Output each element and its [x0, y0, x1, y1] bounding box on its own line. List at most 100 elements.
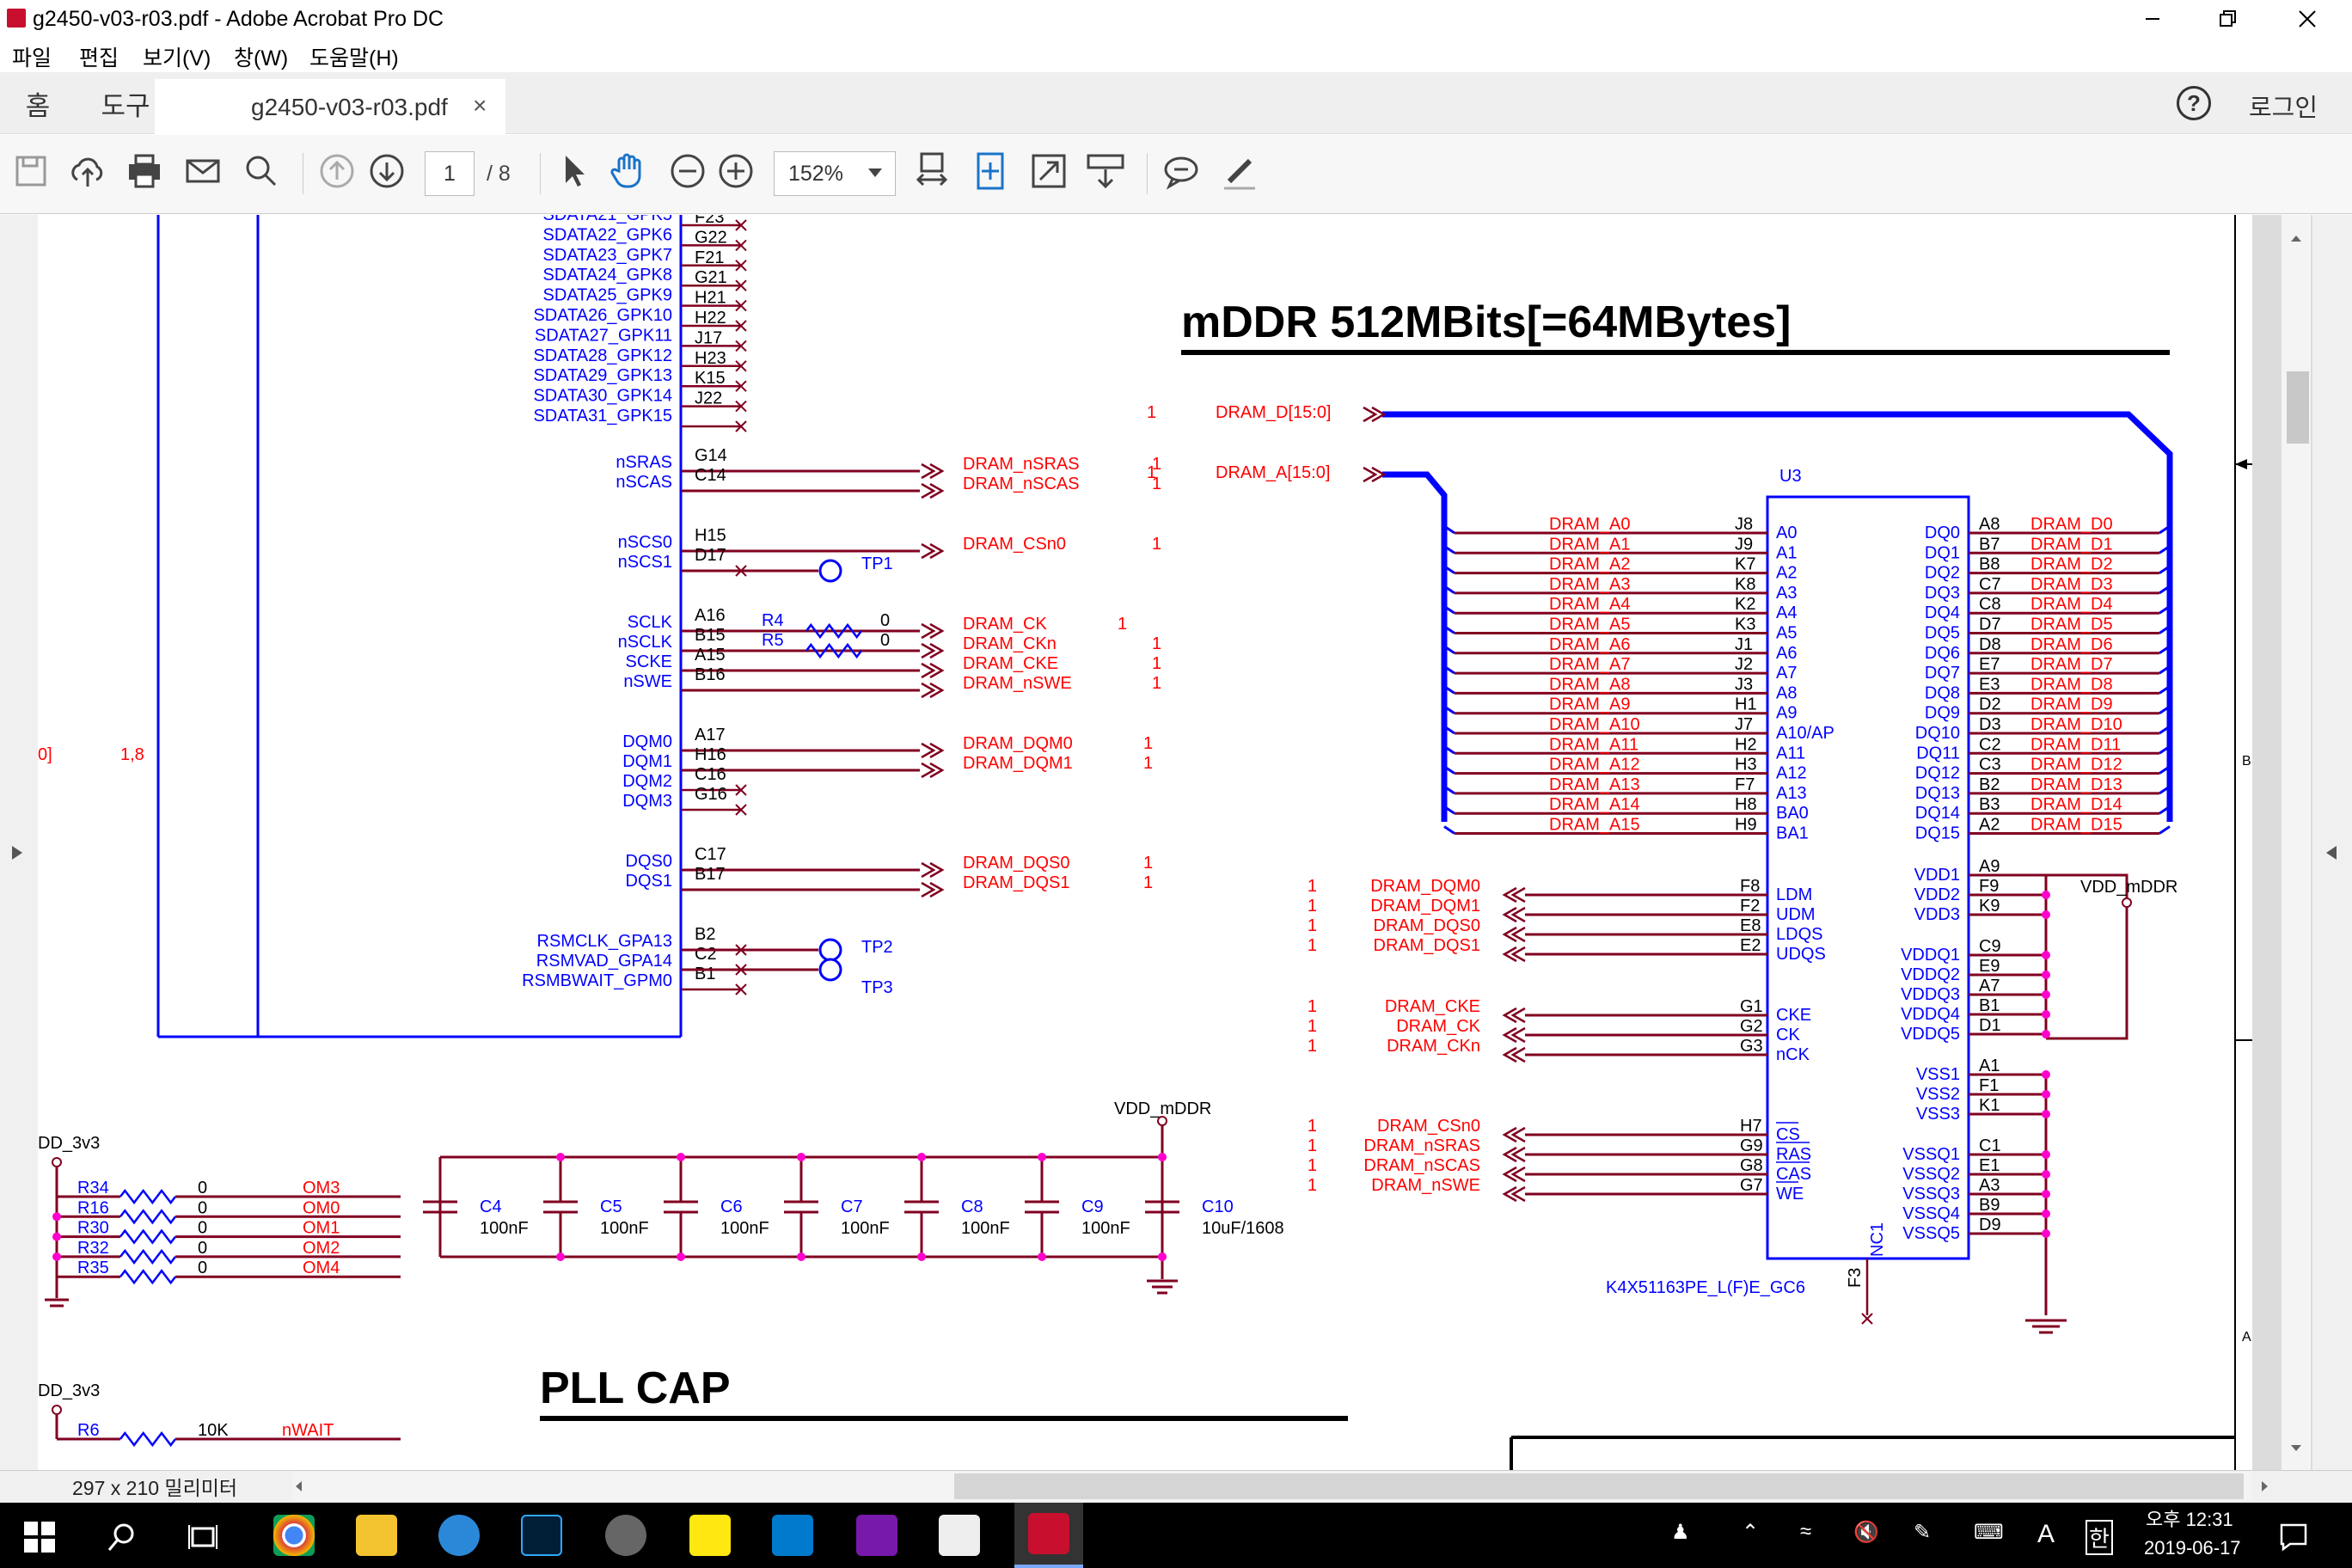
next-page-button[interactable] [366, 150, 407, 192]
close-icon [2299, 10, 2316, 28]
bus-entry [2159, 665, 2171, 675]
acrobat-taskbar-button[interactable] [1014, 1503, 1083, 1568]
hand-tool-button[interactable] [607, 150, 648, 192]
zoom-in-button[interactable] [715, 150, 756, 192]
test-point-label: TP1 [861, 554, 893, 573]
address-ball: H8 [1735, 795, 1757, 814]
file-explorer-icon[interactable] [356, 1515, 397, 1556]
om-resistor-value: 0 [198, 1179, 207, 1197]
zoom-out-button[interactable] [667, 150, 708, 192]
bus-entry [2159, 685, 2171, 695]
control-ball: F8 [1740, 877, 1760, 896]
notification-button[interactable] [2278, 1522, 2309, 1557]
bus-entry [2159, 545, 2171, 554]
cap-ref: C5 [600, 1197, 622, 1216]
om-resistor-value: 0 [198, 1239, 207, 1258]
previous-page-button[interactable] [316, 150, 358, 192]
document-tab-close-button[interactable]: × [473, 92, 487, 119]
cpu-signal-sheet-number: 1 [1152, 674, 1161, 693]
email-button[interactable] [182, 150, 224, 192]
search-taskbar-button[interactable] [107, 1522, 138, 1557]
kakaotalk-icon[interactable] [689, 1515, 731, 1556]
save-button[interactable] [10, 150, 52, 192]
vscode-icon[interactable] [772, 1515, 813, 1556]
r6-ref: R6 [77, 1421, 100, 1440]
clock-date[interactable]: 2019-06-17 [2144, 1537, 2241, 1559]
pen-icon[interactable]: ✎ [1914, 1521, 1932, 1544]
menu-edit[interactable]: 편집 [79, 46, 119, 70]
task-view-button[interactable] [187, 1522, 218, 1557]
close-window-button[interactable] [2273, 0, 2342, 38]
restore-button[interactable] [2194, 0, 2263, 38]
left-panel-toggle[interactable] [0, 215, 38, 1470]
control-pin: CS [1776, 1125, 1800, 1144]
right-panel-toggle[interactable] [2312, 215, 2352, 1470]
ime-mode[interactable]: A [2037, 1520, 2055, 1548]
scroll-mode-button[interactable] [970, 150, 1011, 192]
search-button[interactable] [241, 150, 282, 192]
volume-icon[interactable]: 🔇 [1853, 1521, 1879, 1544]
search-icon [107, 1523, 134, 1551]
bus-entry [2159, 805, 2171, 815]
page-size-label: 297 x 210 밀리미터 [72, 1477, 238, 1499]
left-bus-label: 0] [38, 745, 52, 764]
menu-view[interactable]: 보기(V) [143, 46, 211, 70]
power-port [52, 1157, 62, 1167]
menu-window[interactable]: 창(W) [234, 46, 289, 70]
data-pin: DQ14 [1915, 804, 1960, 823]
menu-help[interactable]: 도움말(H) [309, 46, 399, 70]
highlight-button[interactable] [1219, 150, 1260, 192]
page-number-input[interactable]: 1 [425, 151, 475, 196]
wifi-icon[interactable]: ≈ [1800, 1520, 1812, 1543]
control-pin: UDM [1776, 905, 1816, 924]
menu-file[interactable]: 파일 [12, 46, 52, 70]
vertical-scroll-thumb[interactable] [2287, 371, 2309, 444]
horizontal-scroll-thumb[interactable] [954, 1473, 2244, 1499]
tab-home[interactable]: 홈 [25, 90, 51, 121]
select-tool-button[interactable] [554, 150, 595, 192]
control-pin: CAS [1776, 1165, 1811, 1184]
cpu-pin-ball: G21 [695, 268, 727, 287]
cpu-signal-name: DQM2 [622, 772, 672, 791]
no-connect-mark [735, 420, 747, 432]
upload-button[interactable] [67, 150, 108, 192]
help-icon[interactable]: ? [2177, 86, 2211, 120]
address-ball: K2 [1735, 595, 1755, 614]
cpu-signal-net: DRAM_CKE [963, 654, 1058, 673]
fit-page-button[interactable] [911, 150, 952, 192]
people-icon[interactable]: ♟ [1671, 1521, 1690, 1544]
start-button[interactable] [24, 1522, 55, 1557]
print-button[interactable] [124, 150, 165, 192]
chrome-icon[interactable] [273, 1515, 315, 1556]
tab-document[interactable]: g2450-v03-r03.pdf × [155, 79, 505, 134]
schematic-generated: mDDR 512MBits[=64MBytes]PLL CAPSDATA21_G… [38, 215, 2251, 1448]
net-port-arrow [1510, 1146, 1526, 1163]
camera-icon[interactable] [939, 1515, 980, 1556]
schematic-static-lines [45, 215, 2252, 1470]
address-net: DRAM_A2 [1549, 555, 1630, 574]
test-point-symbol [818, 559, 842, 583]
cloud-app-icon[interactable] [438, 1515, 480, 1556]
comment-button[interactable] [1161, 150, 1202, 192]
chevron-up-icon[interactable]: ⌃ [1742, 1521, 1760, 1544]
minimize-button[interactable] [2118, 0, 2187, 38]
login-button[interactable]: 로그인 [2249, 95, 2318, 122]
data-pin: DQ11 [1916, 744, 1960, 763]
language-indicator[interactable]: 한 [2086, 1520, 2113, 1555]
control-pin: UDQS [1776, 945, 1826, 964]
keyboard-icon[interactable]: ⌨ [1974, 1521, 2004, 1544]
no-connect-mark [735, 219, 747, 231]
data-pin: DQ10 [1915, 724, 1960, 743]
cpu-signal-ball: C17 [695, 845, 726, 864]
tab-tools[interactable]: 도구 [101, 90, 150, 121]
control-pin: CK [1776, 1026, 1800, 1044]
address-pin: A8 [1776, 683, 1797, 702]
net-port-arrow [1510, 906, 1526, 923]
photoshop-icon[interactable] [521, 1515, 562, 1556]
cpu-signal-sheet-number: 1 [1143, 854, 1153, 873]
read-mode-button[interactable] [1085, 150, 1126, 192]
snipping-tool-icon[interactable] [605, 1515, 646, 1556]
onenote-icon[interactable] [856, 1515, 897, 1556]
clock-time[interactable]: 오후 12:31 [2146, 1509, 2233, 1530]
full-screen-button[interactable] [1028, 150, 1069, 192]
